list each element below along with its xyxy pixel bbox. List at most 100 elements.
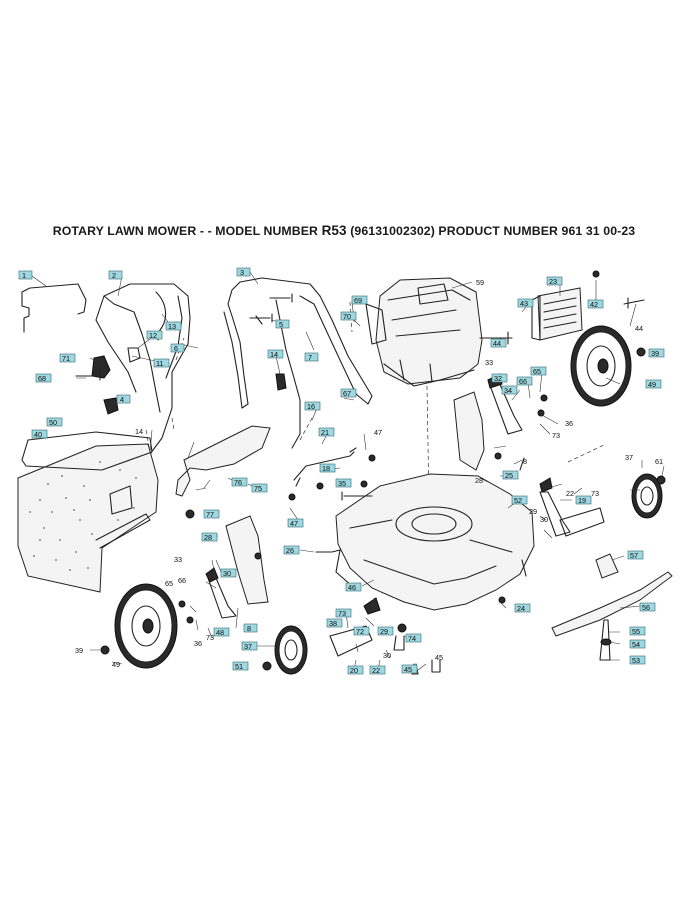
svg-text:49: 49	[648, 380, 656, 389]
callout-30-boxed: 30	[220, 568, 237, 578]
callout-34: 34	[501, 385, 518, 395]
callout-25: 25	[502, 470, 519, 480]
svg-text:7: 7	[308, 353, 312, 362]
svg-text:12: 12	[149, 331, 157, 340]
callout-35: 35	[335, 478, 352, 488]
svg-text:3: 3	[240, 268, 244, 277]
callout-73-right: 73	[591, 489, 599, 498]
svg-text:73: 73	[338, 609, 346, 618]
callout-53: 53	[629, 655, 646, 665]
svg-text:5: 5	[279, 320, 283, 329]
callout-7: 7	[304, 352, 319, 362]
callout-70: 70	[340, 311, 357, 321]
callout-11: 11	[153, 358, 170, 368]
callout-6: 6	[170, 343, 185, 353]
svg-text:50: 50	[49, 418, 57, 427]
callout-51: 51	[232, 661, 249, 671]
mower-deck-part	[335, 473, 535, 611]
svg-text:30: 30	[223, 569, 231, 578]
callout-75: 75	[251, 483, 268, 493]
svg-text:16: 16	[307, 402, 315, 411]
callout-14-left: 14	[135, 427, 143, 436]
svg-text:20: 20	[350, 666, 358, 675]
plain-callouts: 33 8 73 36 14 47 37 61 22 73 30 28 29 33…	[75, 358, 663, 669]
callout-72: 72	[353, 626, 370, 636]
lower-handle-part	[95, 283, 191, 455]
callout-16: 16	[304, 401, 321, 411]
blade-part	[551, 571, 673, 637]
callout-47-boxed: 47	[287, 518, 304, 528]
callout-8-right: 8	[523, 457, 527, 466]
callout-45-boxed: 45	[401, 664, 418, 674]
svg-text:26: 26	[286, 546, 294, 555]
svg-text:52: 52	[514, 496, 522, 505]
callout-50: 50	[46, 417, 63, 427]
callout-22-right: 22	[566, 489, 574, 498]
callout-3: 3	[236, 267, 251, 277]
callout-19: 19	[575, 495, 592, 505]
callout-49-left: 49	[112, 660, 120, 669]
callout-69: 69	[351, 295, 368, 305]
callout-4: 4	[116, 394, 131, 404]
svg-text:74: 74	[408, 634, 416, 643]
svg-text:11: 11	[156, 359, 164, 368]
callout-13: 13	[165, 321, 182, 331]
svg-text:75: 75	[254, 484, 262, 493]
callout-76: 76	[231, 477, 248, 487]
callout-42: 42	[587, 299, 604, 309]
callout-71: 71	[59, 353, 76, 363]
callout-33-top: 33	[485, 358, 493, 367]
callout-1: 1	[18, 270, 33, 280]
callout-73-boxed: 73	[335, 608, 352, 618]
svg-text:4: 4	[120, 395, 124, 404]
callout-30-bottom: 30	[383, 651, 391, 660]
upper-handle-part	[21, 283, 87, 333]
svg-text:18: 18	[322, 464, 330, 473]
callout-68: 68	[35, 373, 52, 383]
diagram-title: ROTARY LAWN MOWER - - MODEL NUMBER R53 (…	[0, 223, 688, 238]
engine-part	[365, 277, 483, 387]
svg-text:35: 35	[338, 479, 346, 488]
title-suffix: (96131002302) PRODUCT NUMBER 961 31 00-2…	[350, 224, 636, 238]
callout-46: 46	[345, 582, 362, 592]
boxed-callouts: 1 2 3 5 6 69 70 59 23 42 43 44 44 39 49 …	[18, 267, 665, 675]
callout-66: 66	[516, 376, 533, 386]
callout-49: 49	[645, 379, 662, 389]
callout-59: 59	[476, 278, 484, 287]
svg-text:53: 53	[632, 656, 640, 665]
callout-45-plain: 45	[435, 653, 443, 662]
callout-73-left: 73	[206, 633, 214, 642]
callout-74: 74	[405, 633, 422, 643]
callout-48: 48	[213, 627, 230, 637]
svg-text:42: 42	[590, 300, 598, 309]
svg-text:1: 1	[22, 271, 26, 280]
callout-57: 57	[627, 550, 644, 560]
right-front-wheel-part	[631, 473, 663, 519]
svg-text:54: 54	[632, 640, 640, 649]
callout-52: 52	[511, 495, 528, 505]
left-rear-wheel-part	[114, 583, 178, 669]
callout-36-top: 36	[565, 419, 573, 428]
svg-text:8: 8	[247, 624, 251, 633]
svg-text:67: 67	[343, 389, 351, 398]
callout-22-boxed: 22	[369, 665, 386, 675]
callout-37-boxed: 37	[241, 641, 258, 651]
svg-text:45: 45	[404, 665, 412, 674]
callout-5: 5	[275, 319, 290, 329]
svg-text:47: 47	[290, 519, 298, 528]
callout-66-left: 66	[178, 576, 186, 585]
callout-28-right: 28	[475, 476, 483, 485]
svg-text:13: 13	[168, 322, 176, 331]
title-prefix: ROTARY LAWN MOWER - - MODEL NUMBER	[52, 224, 319, 238]
callout-54: 54	[629, 639, 646, 649]
callout-26: 26	[283, 545, 300, 555]
svg-text:25: 25	[505, 471, 513, 480]
throttle-control-part	[91, 355, 111, 379]
callout-20: 20	[347, 665, 364, 675]
callout-47-top: 47	[374, 428, 382, 437]
svg-text:38: 38	[329, 619, 337, 628]
callout-55: 55	[629, 626, 646, 636]
callout-29-right: 29	[529, 507, 537, 516]
svg-text:77: 77	[206, 510, 214, 519]
svg-text:29: 29	[380, 627, 388, 636]
